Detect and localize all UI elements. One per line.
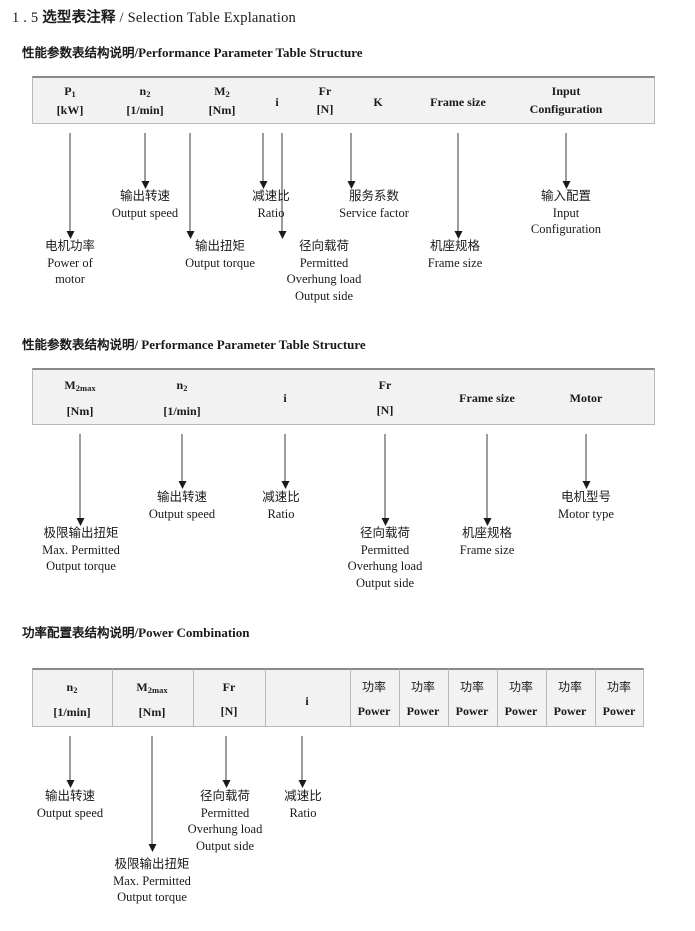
annotation-permitted-overhung-load-2: 径向载荷 Permitted Overhung load Output side <box>347 525 423 590</box>
column-header-i-3: i <box>305 694 309 708</box>
column-header-fr: Fr [N] <box>316 84 334 116</box>
annotation-motor-type: 电机型号 Motor type <box>558 489 614 521</box>
column-header-input-configuration: Input Configuration <box>529 84 603 116</box>
arrow-to-power-of-motor <box>69 133 71 232</box>
page-title-en: Selection Table Explanation <box>127 10 296 26</box>
cell-divider <box>399 669 400 726</box>
arrow-to-ratio-3 <box>301 736 303 781</box>
annotation-output-speed-3: 输出转速 Output speed <box>36 788 104 820</box>
max-torque-parameter-table <box>32 368 655 425</box>
cell-divider <box>265 669 266 726</box>
section-heading-2-sep: / <box>134 337 139 352</box>
annotation-output-speed-2: 输出转速 Output speed <box>148 489 216 521</box>
column-header-n2: n2 [1/min] <box>126 84 164 117</box>
arrow-to-max-permitted-output-torque <box>79 434 81 519</box>
column-header-fr-3: Fr [N] <box>220 680 238 718</box>
column-header-k: K <box>373 95 383 109</box>
section-heading-2-en: Performance Parameter Table Structure <box>141 337 366 352</box>
column-header-power-6: 功率 Power <box>602 680 636 718</box>
cell-divider <box>546 669 547 726</box>
arrow-to-ratio-2 <box>284 434 286 482</box>
cell-divider <box>193 669 194 726</box>
arrow-to-output-speed-3 <box>69 736 71 781</box>
section-heading-1-sep: / <box>134 45 139 60</box>
column-header-i-2: i <box>283 391 287 405</box>
column-header-m2: M2 [Nm] <box>208 84 236 117</box>
section-heading-3-en: Power Combination <box>138 625 250 640</box>
column-header-frame-size: Frame size <box>430 95 486 109</box>
section-heading-2-cn: 性能参数表结构说明 <box>22 337 135 352</box>
annotation-permitted-overhung-load-3: 径向载荷 Permitted Overhung load Output side <box>187 788 263 853</box>
page-title-cn: 选型表注释 <box>42 10 116 26</box>
cell-divider <box>595 669 596 726</box>
column-header-fr-2: Fr [N] <box>376 378 394 417</box>
column-header-i: i <box>275 95 279 109</box>
page-title-number: 1 . 5 <box>12 10 39 26</box>
arrow-to-input-configuration <box>565 133 567 182</box>
arrow-to-frame-size-2 <box>486 434 488 519</box>
column-header-power-1: 功率 Power <box>357 680 391 718</box>
arrow-to-output-torque <box>189 133 191 232</box>
section-heading-3-cn: 功率配置表结构说明 <box>22 625 135 640</box>
page-title-separator: / <box>119 10 124 26</box>
arrow-to-permitted-overhung-load <box>281 133 283 232</box>
arrow-to-frame-size <box>457 133 459 232</box>
annotation-ratio: 减速比 Ratio <box>252 188 290 220</box>
annotation-output-torque: 输出扭矩 Output torque <box>185 238 255 270</box>
arrow-to-motor-type <box>585 434 587 482</box>
annotation-output-speed: 输出转速 Output speed <box>111 188 179 220</box>
arrow-to-max-permitted-output-torque-3 <box>151 736 153 845</box>
annotation-frame-size-2: 机座规格 Frame size <box>459 525 515 557</box>
section-heading-3-sep: / <box>134 625 139 640</box>
column-header-motor: Motor <box>569 391 603 405</box>
column-header-m2max: M2max [Nm] <box>64 378 96 418</box>
arrow-to-permitted-overhung-load-3 <box>225 736 227 781</box>
column-header-power-5: 功率 Power <box>553 680 587 718</box>
column-header-power-4: 功率 Power <box>504 680 538 718</box>
column-header-m2max-3: M2max [Nm] <box>136 680 168 719</box>
column-header-n2-2: n2 [1/min] <box>163 378 201 418</box>
arrow-to-ratio <box>262 133 264 182</box>
page-title: 1 . 5 选型表注释 / Selection Table Explanatio… <box>12 6 296 27</box>
annotation-max-permitted-output-torque: 极限输出扭矩 Max. Permitted Output torque <box>42 525 120 573</box>
column-header-p1: P1 [kW] <box>56 84 84 117</box>
performance-parameter-table <box>32 76 655 124</box>
section-heading-1: 性能参数表结构说明/Performance Parameter Table St… <box>22 42 363 61</box>
arrow-to-service-factor <box>350 133 352 182</box>
cell-divider <box>448 669 449 726</box>
arrow-to-output-speed <box>144 133 146 182</box>
cell-divider <box>112 669 113 726</box>
annotation-ratio-2: 减速比 Ratio <box>262 489 300 521</box>
annotation-frame-size: 机座规格 Frame size <box>427 238 483 270</box>
section-heading-1-en: Performance Parameter Table Structure <box>138 45 363 60</box>
section-heading-3: 功率配置表结构说明/Power Combination <box>22 622 250 641</box>
column-header-power-3: 功率 Power <box>455 680 489 718</box>
annotation-input-configuration: 输入配置 Input Configuration <box>530 188 602 236</box>
column-header-frame-size-2: Frame size <box>459 391 515 405</box>
arrow-to-output-speed-2 <box>181 434 183 482</box>
annotation-service-factor: 服务系数 Service factor <box>339 188 409 220</box>
annotation-ratio-3: 减速比 Ratio <box>284 788 322 820</box>
cell-divider <box>497 669 498 726</box>
section-heading-1-cn: 性能参数表结构说明 <box>22 45 135 60</box>
section-heading-2: 性能参数表结构说明/ Performance Parameter Table S… <box>22 334 366 353</box>
annotation-permitted-overhung-load: 径向载荷 Permitted Overhung load Output side <box>286 238 362 303</box>
arrow-to-permitted-overhung-load-2 <box>384 434 386 519</box>
cell-divider <box>350 669 351 726</box>
annotation-max-permitted-output-torque-3: 极限输出扭矩 Max. Permitted Output torque <box>113 856 191 904</box>
power-combination-table <box>32 668 644 727</box>
column-header-power-2: 功率 Power <box>406 680 440 718</box>
annotation-power-of-motor: 电机功率 Power of motor <box>44 238 96 286</box>
column-header-n2-3: n2 [1/min] <box>53 680 91 719</box>
